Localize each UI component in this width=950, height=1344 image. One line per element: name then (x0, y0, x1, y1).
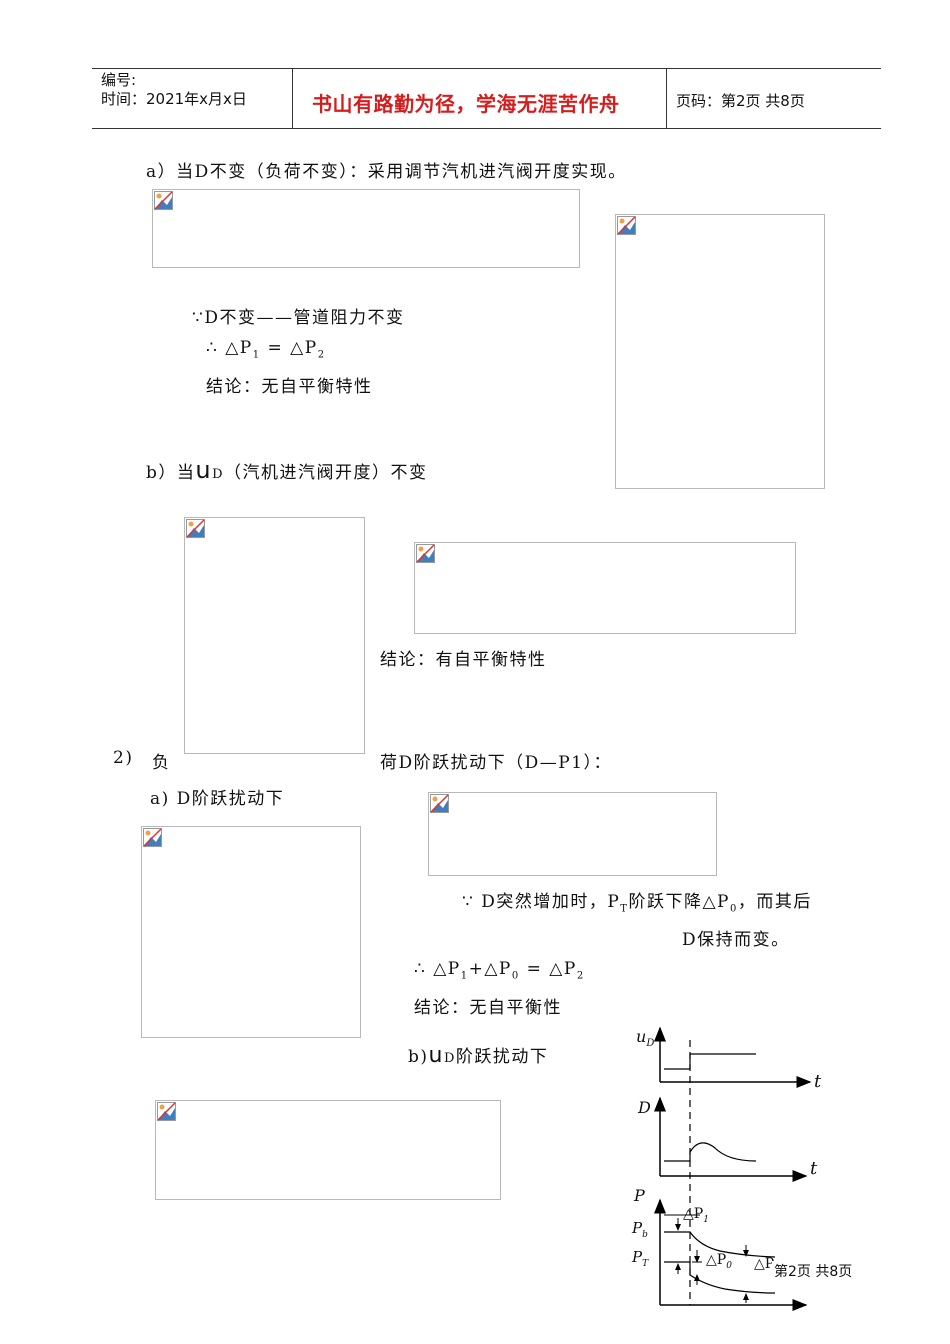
axis-label-D: D (638, 1098, 651, 1117)
footer-page-label: 第2页 共8页 (772, 1261, 855, 1281)
PT-curve (664, 1261, 776, 1294)
serial-label: 编号: (101, 71, 137, 89)
image-placeholder-4 (414, 542, 796, 634)
motto: 书山有路勤为径，学海无涯苦作舟 (312, 92, 620, 116)
header-bottom-rule (92, 128, 881, 129)
header-divider-2 (666, 68, 667, 129)
step-response-diagram (654, 1026, 812, 1311)
uD-step-curve (664, 1053, 756, 1070)
because-d-constant: ∵D不变——管道阻力不变 (192, 308, 405, 328)
therefore-dp: ∴ △P1 = △P2 (206, 338, 326, 361)
because-2b: D保持而变。 (682, 930, 790, 950)
header-page-label: 页码：第2页 共8页 (676, 92, 805, 110)
section-b-heading: b）当uD（汽机进汽阀开度）不变 (146, 456, 428, 484)
Pb-curve (664, 1231, 776, 1258)
broken-image-icon (143, 828, 162, 847)
image-placeholder-6 (141, 826, 361, 1038)
broken-image-icon (157, 1102, 176, 1121)
broken-image-icon (154, 191, 173, 210)
conclusion-3: 结论：无自平衡性 (414, 998, 562, 1018)
label-PT: PT (632, 1248, 649, 1269)
broken-image-icon (186, 519, 205, 538)
label-dP1: △P1 (683, 1206, 709, 1225)
item-2-text-rest: 荷D阶跃扰动下（D—P1）： (380, 753, 613, 773)
item-2-number: 2) (113, 748, 134, 768)
axis-label-t2: t (810, 1158, 818, 1179)
conclusion-2: 结论：有自平衡特性 (380, 650, 547, 670)
sub-a-heading: a) D阶跃扰动下 (150, 789, 285, 809)
axis-label-t1: t (814, 1071, 822, 1092)
conclusion-1: 结论：无自平衡特性 (206, 377, 373, 397)
axis-label-P: P (634, 1186, 645, 1205)
image-placeholder-7 (155, 1100, 501, 1200)
section-a-heading: a）当D不变（负荷不变）：采用调节汽机进汽阀开度实现。 (146, 162, 627, 182)
image-placeholder-3 (184, 517, 365, 754)
broken-image-icon (617, 216, 636, 235)
axis-label-uD: uD (636, 1027, 655, 1050)
image-placeholder-2 (615, 214, 825, 489)
broken-image-icon (416, 544, 435, 563)
time-label: 时间：2021年x月x日 (101, 90, 247, 108)
because-2a: ∵ D突然增加时，PT阶跃下降△P0，而其后 (462, 892, 812, 915)
image-placeholder-5 (428, 792, 717, 876)
broken-image-icon (430, 794, 449, 813)
image-placeholder-1 (152, 189, 580, 268)
header-divider-1 (292, 68, 293, 129)
header-top-rule (92, 68, 881, 69)
item-2-text-start: 负 (152, 753, 171, 773)
D-response-curve (664, 1142, 757, 1162)
sub-b-heading: b)uD阶跃扰动下 (408, 1043, 549, 1068)
label-dP0: △P0 (706, 1252, 732, 1271)
label-Pb: Pb (632, 1219, 648, 1240)
therefore-2: ∴ △P1+△P0 = △P2 (414, 959, 585, 982)
